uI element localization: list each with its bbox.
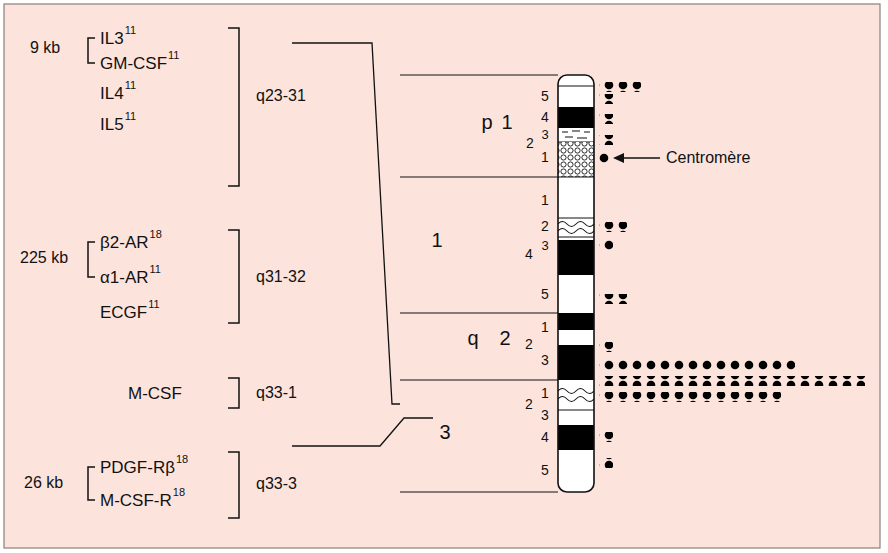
gene-label: β2-AR	[100, 234, 149, 251]
band-label: q	[467, 328, 478, 348]
gene-label: IL5	[100, 116, 124, 133]
dot-row	[599, 294, 627, 304]
band-label: 1	[501, 112, 512, 132]
gene-label: q33-3	[256, 476, 297, 492]
region-line	[400, 312, 558, 313]
band-label: 1	[431, 230, 442, 250]
dot-row	[599, 432, 613, 442]
gene-label: 9 kb	[30, 40, 60, 56]
band-bracket	[228, 28, 239, 186]
dot-row	[599, 360, 795, 370]
band-label: 4	[541, 430, 549, 444]
kb-bracket	[88, 38, 95, 63]
dot-row	[599, 222, 627, 232]
band-bracket	[228, 378, 239, 408]
band-label: 5	[541, 463, 549, 477]
band-label: p	[481, 112, 492, 132]
band-label: 1	[541, 150, 549, 164]
pointer-line	[624, 157, 660, 158]
band-label: 2	[499, 328, 510, 348]
band-bracket	[228, 452, 239, 518]
reference-number: 11	[125, 80, 136, 91]
gene-label: M-CSF	[128, 385, 182, 402]
dot-row	[599, 458, 613, 468]
gene-label: α1-AR	[100, 269, 149, 286]
mapping-line	[292, 418, 433, 446]
dot-row	[599, 376, 865, 386]
band-label: 3	[541, 408, 549, 422]
gene-label: IL3	[100, 30, 124, 47]
dot-row	[599, 135, 613, 145]
kb-bracket	[88, 467, 95, 500]
dot-row	[599, 94, 613, 104]
gene-label: q33-1	[256, 385, 297, 401]
band-label: 2	[526, 136, 534, 150]
band-label: 3	[541, 353, 549, 367]
band-label: 3	[541, 128, 548, 141]
reference-number: 11	[125, 111, 136, 122]
band-label: 3	[541, 239, 548, 252]
reference-number: 18	[173, 487, 185, 498]
dot-row	[599, 392, 781, 402]
kb-bracket	[88, 242, 95, 277]
band-label: 3	[439, 422, 450, 442]
band-label: 2	[525, 397, 533, 411]
reference-number: 18	[150, 229, 162, 240]
band-label: Centromère	[666, 150, 750, 166]
band-label: 1	[541, 320, 549, 334]
band-label: 2	[525, 337, 533, 351]
reference-number: 11	[168, 50, 179, 61]
site-dots	[599, 82, 865, 468]
chromosome-outline	[558, 75, 594, 492]
gene-label: q23-31	[256, 88, 306, 104]
band-label: 4	[541, 110, 549, 124]
region-line	[400, 176, 558, 177]
reference-number: 11	[150, 264, 161, 275]
band-label: 4	[525, 247, 533, 261]
gene-label: PDGF-Rβ	[100, 459, 175, 476]
band-label: 5	[541, 287, 549, 301]
reference-number: 11	[125, 25, 136, 36]
chromosome-bands	[558, 75, 594, 492]
panel-ground	[4, 4, 880, 548]
band-label: 5	[541, 89, 549, 103]
pointer-arrowhead	[613, 153, 624, 163]
gene-label: q31-32	[256, 269, 306, 285]
dot-row	[599, 82, 641, 92]
gene-label: IL4	[100, 85, 124, 102]
site-dot	[600, 154, 609, 163]
dot-row	[599, 240, 613, 250]
reference-number: 11	[148, 299, 159, 310]
gene-label: GM-CSF	[100, 55, 167, 72]
mapping-line	[292, 43, 400, 404]
gene-label: 26 kb	[24, 475, 63, 491]
region-line	[400, 379, 558, 380]
band-label: 2	[541, 219, 549, 233]
reference-number: 18	[176, 454, 188, 465]
band-label: 1	[541, 386, 549, 400]
gene-label: ECGF	[100, 304, 147, 321]
region-line	[400, 74, 558, 75]
band-bracket	[228, 230, 239, 323]
dot-row	[599, 342, 613, 352]
region-line	[400, 491, 558, 492]
gene-label: 225 kb	[20, 250, 68, 266]
gene-label: M-CSF-R	[100, 492, 172, 509]
dot-row	[599, 114, 613, 124]
band-label: 1	[541, 193, 549, 207]
